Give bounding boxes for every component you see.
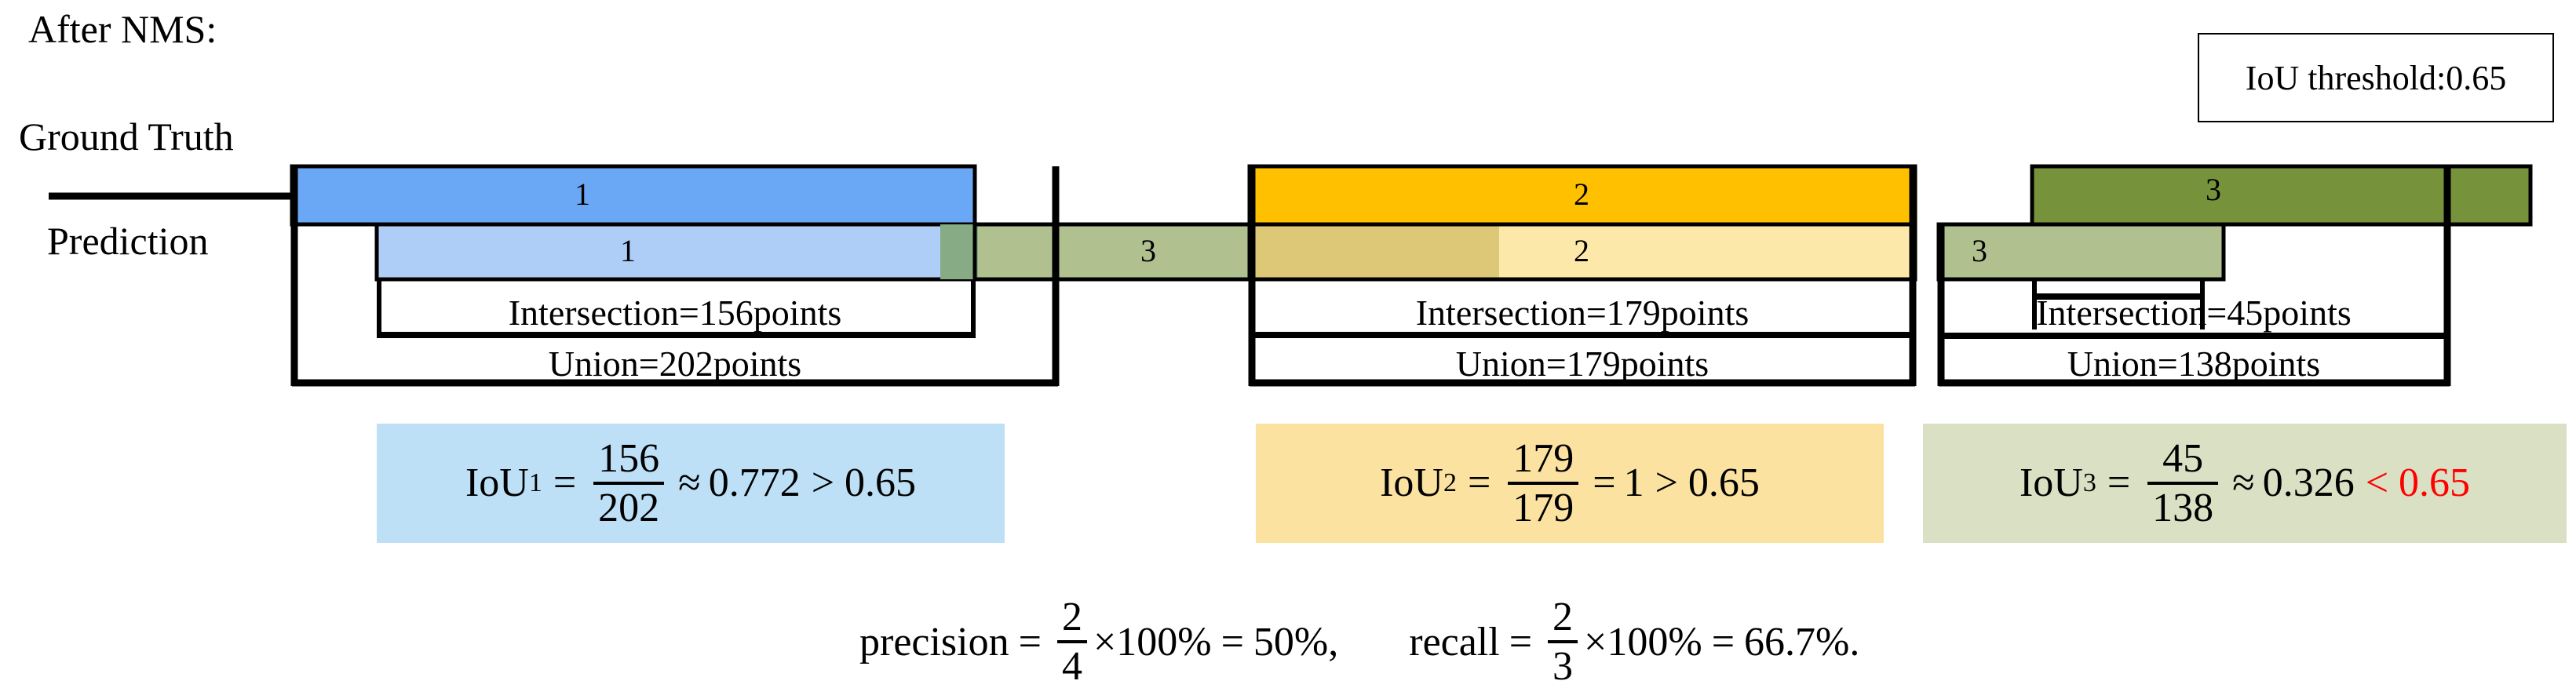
g2-intersection-label: Intersection=179points [1415, 293, 1750, 333]
gt-bar-label-1: 1 [575, 177, 590, 212]
fraction-bar-icon [2147, 482, 2219, 485]
iou-compare-3: < 0.65 [2365, 461, 2471, 505]
iou-numerator-3: 45 [2162, 435, 2204, 481]
iou-index-3: 3 [2082, 468, 2096, 497]
iou-name-1: IoU [465, 461, 529, 505]
g1-intersection-label: Intersection=156points [508, 293, 842, 333]
iou-value-3: 0.326 [2262, 461, 2355, 505]
iou-value-2: 1 [1623, 461, 1644, 505]
iou-index-1: 1 [528, 468, 542, 497]
precision-result: 50%, [1253, 619, 1339, 664]
pred-bar-label-3-long: 3 [1140, 233, 1156, 268]
fraction-bar-icon [593, 482, 665, 485]
gt-bar-label-2: 2 [1574, 177, 1589, 212]
recall-result-eq: = [1711, 619, 1735, 664]
precision-times: ×100% [1093, 619, 1212, 664]
precision-numerator: 2 [1061, 595, 1082, 639]
prediction-label: Prediction [47, 219, 209, 263]
precision-denominator: 4 [1061, 644, 1082, 690]
page-title: After NMS: [28, 7, 217, 51]
precision-result-eq: = [1220, 619, 1244, 664]
g2-union-label: Union=179points [1455, 344, 1709, 384]
iou-relation-1: ≈ [678, 461, 701, 505]
fraction-bar-icon [1508, 482, 1579, 485]
recall-denominator: 3 [1553, 644, 1574, 690]
metrics-line: precision = 2 4 ×100% = 50%, recall = 2 … [859, 596, 1859, 687]
pred-bar-label-3: 3 [1972, 233, 1987, 268]
iou-threshold-box: IoU threshold:0.65 [2198, 33, 2554, 122]
fraction-bar-icon [1056, 640, 1087, 644]
precision-label: precision [859, 619, 1009, 664]
iou-fraction-1: 156 202 [593, 435, 665, 530]
gt-bar-1 [290, 164, 977, 227]
pred-bar-label-2: 2 [1574, 233, 1589, 268]
ground-truth-label: Ground Truth [19, 115, 234, 158]
iou-fraction-3: 45 138 [2147, 435, 2219, 530]
pred-bar-label-1: 1 [620, 233, 636, 268]
pred-bar-3-overlap-blue [940, 224, 978, 279]
precision-fraction: 2 4 [1056, 595, 1087, 690]
g3-union-label: Union=138points [2067, 344, 2321, 384]
iou-value-1: 0.772 [708, 461, 801, 505]
iou-numerator-1: 156 [598, 435, 660, 481]
recall-numerator: 2 [1553, 595, 1574, 639]
precision-eq: = [1018, 619, 1042, 664]
recall-eq: = [1509, 619, 1533, 664]
pred-bar-1 [374, 222, 977, 282]
iou-fraction-2: 179 179 [1508, 435, 1579, 530]
g3-intersection-label: Intersection=45points [2036, 293, 2352, 333]
gt-bar-label-3: 3 [2206, 172, 2221, 207]
gt-bar-3 [2030, 164, 2533, 227]
recall-label: recall [1409, 619, 1500, 664]
iou-index-2: 2 [1443, 468, 1457, 497]
iou-name-2: IoU [1380, 461, 1443, 505]
iou-compare-1: > 0.65 [811, 461, 917, 505]
recall-times: ×100% [1584, 619, 1702, 664]
iou-relation-2: = [1593, 461, 1616, 505]
iou-threshold-text: IoU threshold:0.65 [2245, 58, 2507, 97]
iou-numerator-2: 179 [1512, 435, 1574, 481]
iou-denominator-1: 202 [598, 486, 660, 530]
iou-denominator-2: 179 [1512, 486, 1574, 530]
recall-fraction: 2 3 [1548, 596, 1578, 687]
pred-bar-2-overlap-green [1250, 224, 1499, 279]
g1-union-label: Union=202points [548, 344, 802, 384]
recall-result: 66.7%. [1744, 619, 1860, 664]
fraction-bar-icon [1548, 640, 1578, 644]
iou-compare-2: > 0.65 [1655, 461, 1760, 505]
iou-name-3: IoU [2019, 461, 2083, 505]
iou-denominator-3: 138 [2152, 486, 2214, 530]
iou-relation-3: ≈ [2232, 461, 2255, 505]
